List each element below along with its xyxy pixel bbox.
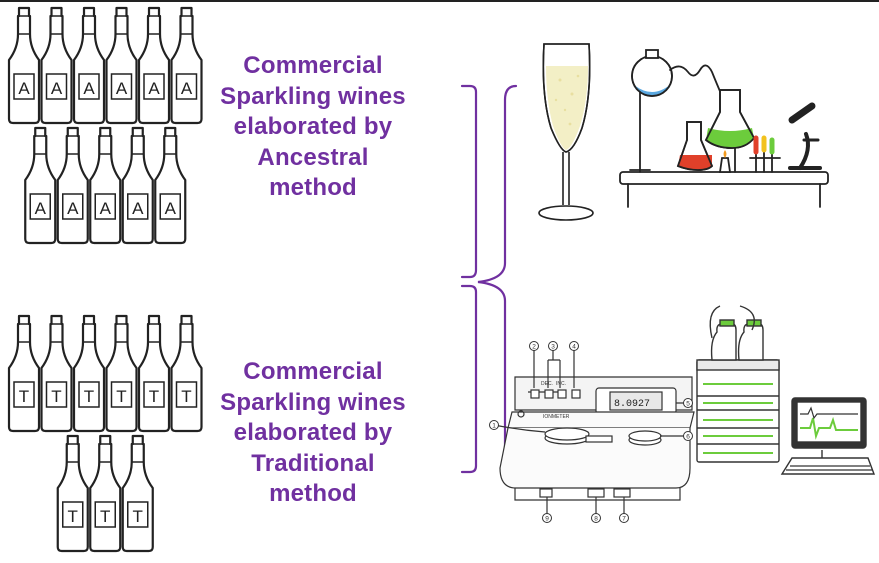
ancestral-caption: Commercial Sparkling wines elaborated by… xyxy=(193,51,433,204)
inc-label: INC. xyxy=(556,381,566,387)
callout-marker: 5 xyxy=(683,398,693,408)
bottle-icon: A xyxy=(7,6,41,125)
bottle-label: A xyxy=(18,79,30,98)
bottle-label: A xyxy=(100,199,112,218)
callout-number: 4 xyxy=(572,343,576,350)
bottle-icon: T xyxy=(56,434,89,553)
traditional-caption: Commercial Sparkling wines elaborated by… xyxy=(193,357,433,510)
callout-marker: 4 xyxy=(569,341,579,351)
callout-marker: 8 xyxy=(591,513,601,523)
caption-line: Traditional xyxy=(251,449,375,477)
bottle-icon: T xyxy=(170,314,203,433)
bottle-icon: A xyxy=(56,126,89,245)
bottle-label: T xyxy=(68,507,78,526)
bottle-label: T xyxy=(51,387,61,406)
bottle-icon: T xyxy=(7,314,41,433)
bottle-label: A xyxy=(83,79,95,98)
bottle-label: T xyxy=(19,387,29,406)
bottle-icon: A xyxy=(170,6,203,125)
bottle-label: A xyxy=(181,79,193,98)
caption-line: Commercial xyxy=(243,358,383,385)
callout-number: 7 xyxy=(622,515,626,522)
bottle-label: T xyxy=(149,387,159,406)
callout-marker: 3 xyxy=(548,341,558,351)
bottle-label: A xyxy=(165,199,177,218)
bottle-icon: A xyxy=(154,126,187,245)
bottle-label: A xyxy=(35,199,47,218)
bottle-label: A xyxy=(67,199,79,218)
bottle-icon: T xyxy=(105,314,138,433)
callout-number: 5 xyxy=(686,400,690,407)
caption-line: elaborated by xyxy=(233,419,393,446)
bottle-icon: T xyxy=(89,434,122,553)
bottle-label: A xyxy=(132,199,144,218)
bottle-icon: A xyxy=(121,126,154,245)
bottle-icon: T xyxy=(121,434,154,553)
bottle-label: T xyxy=(181,387,191,406)
callout-number: 3 xyxy=(551,343,555,350)
bottle-label: A xyxy=(148,79,160,98)
caption-line: Ancestral xyxy=(257,143,369,171)
bottle-label: A xyxy=(51,79,63,98)
caption-line: method xyxy=(269,480,357,507)
caption-line: Sparkling wines xyxy=(220,82,406,110)
bottle-icon: T xyxy=(40,314,73,433)
callout-number: 6 xyxy=(686,433,690,440)
dec-label: DEC. xyxy=(541,381,553,387)
callout-marker: 9 xyxy=(542,513,552,523)
callout-number: 1 xyxy=(492,422,496,429)
meter-display: 8.0927 xyxy=(614,399,650,410)
caption-line: Sparkling wines xyxy=(220,388,406,416)
callout-marker: 6 xyxy=(683,431,693,441)
bottle-label: T xyxy=(133,507,143,526)
callout-marker: 2 xyxy=(529,341,539,351)
bottle-icon: A xyxy=(40,6,73,125)
bottle-icon: A xyxy=(105,6,138,125)
bottle-icon: A xyxy=(72,6,106,125)
caption-line: elaborated by xyxy=(233,113,393,140)
bottle-label: T xyxy=(100,507,110,526)
caption-line: Commercial xyxy=(243,52,383,79)
callout-marker: 7 xyxy=(619,513,629,523)
instrument-label: IONMETER xyxy=(543,414,570,420)
left-bracket-upper xyxy=(460,84,478,279)
callout-number: 2 xyxy=(532,343,536,350)
callout-marker: 1 xyxy=(489,420,499,430)
callout-number: 9 xyxy=(545,515,549,522)
bottle-icon: A xyxy=(137,6,171,125)
bottle-icon: A xyxy=(89,126,122,245)
bottle-label: T xyxy=(84,387,94,406)
caption-line: method xyxy=(269,174,357,201)
bottle-icon: T xyxy=(137,314,171,433)
bottle-icon: T xyxy=(72,314,106,433)
bottle-label: A xyxy=(116,79,128,98)
bottle-label: T xyxy=(116,387,126,406)
callout-number: 8 xyxy=(594,515,598,522)
left-bracket-lower xyxy=(460,284,478,474)
bottle-icon: A xyxy=(24,126,57,245)
top-border xyxy=(0,0,879,2)
